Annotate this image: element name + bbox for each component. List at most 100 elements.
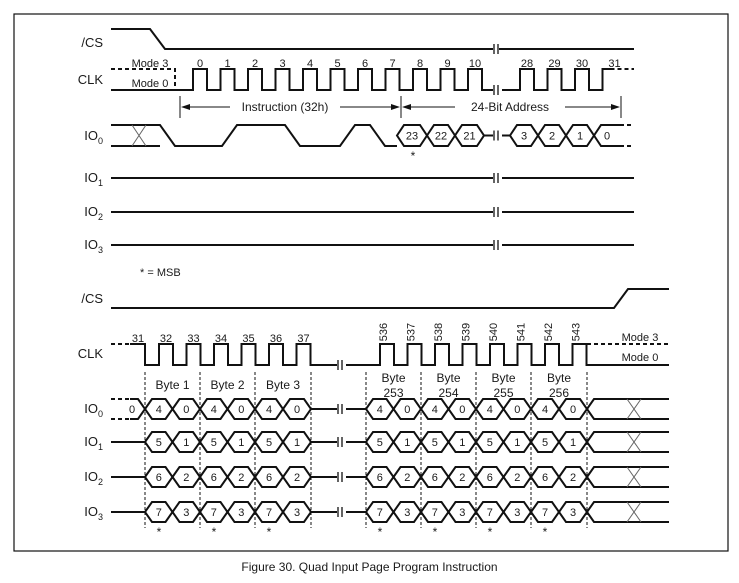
clock-edge-number: 2 [252, 58, 258, 70]
data-bit-label: 0 [570, 404, 576, 416]
data-bit-label: 2 [459, 472, 465, 484]
break-gap [493, 175, 499, 181]
data-bit-label: 6 [432, 472, 438, 484]
data-bit-label: 7 [377, 507, 383, 519]
clock-edge-number: 8 [417, 58, 423, 70]
data-bit-label: 2 [514, 472, 520, 484]
break-gap [337, 474, 343, 480]
clock-edge-number: 4 [307, 58, 313, 70]
io1-label-top: IO1 [84, 170, 103, 188]
data-bit-label: 1 [183, 437, 189, 449]
io0-label-top: IO0 [84, 128, 103, 146]
data-bit-label: 23 [406, 131, 418, 143]
data-bit-label: 2 [404, 472, 410, 484]
cs-label-top: /CS [81, 35, 103, 50]
msb-marker: * [378, 525, 383, 539]
byte-number: 254 [438, 386, 458, 400]
io-tail-dontcare [586, 466, 669, 488]
instruction-span-label: Instruction (32h) [242, 100, 329, 114]
clock-edge-number: 541 [516, 323, 528, 341]
clock-edge-number: 6 [362, 58, 368, 70]
dont-care-mark [626, 466, 642, 488]
break-gap [493, 46, 499, 52]
byte-number: 256 [549, 386, 569, 400]
clock-edge-number: 36 [270, 333, 282, 345]
break-gap [337, 362, 343, 368]
data-bit-label: 3 [570, 507, 576, 519]
data-bit-label: 1 [577, 131, 583, 143]
mode3-label-bottom: Mode 3 [622, 332, 659, 344]
io0-prev-dashed [111, 398, 130, 420]
data-bit-label: 4 [487, 404, 493, 416]
msb-legend: * = MSB [140, 267, 181, 279]
data-bit-label: 3 [521, 131, 527, 143]
byte-label: Byte [436, 371, 460, 385]
data-bit-label: 6 [266, 472, 272, 484]
io2-label-bottom: IO2 [84, 469, 103, 487]
data-bit-label: 22 [435, 131, 447, 143]
clk-mode3-dashed [111, 68, 176, 90]
clock-edge-number: 32 [160, 333, 172, 345]
byte-label: Byte [381, 371, 405, 385]
dont-care-mark [131, 124, 147, 147]
clk-label-top: CLK [78, 72, 104, 87]
data-bit-label: 0 [404, 404, 410, 416]
msb-marker: * [411, 149, 416, 163]
data-bit-label: 6 [156, 472, 162, 484]
data-bit-label: 5 [156, 437, 162, 449]
break-gap [493, 242, 499, 248]
data-bit-label: 5 [432, 437, 438, 449]
data-bit-label: 0 [238, 404, 244, 416]
byte-label: Byte [547, 371, 571, 385]
figure-frame [13, 13, 729, 552]
data-bit-label: 2 [238, 472, 244, 484]
clock-edge-number: 35 [242, 333, 254, 345]
dont-care-mark [626, 501, 642, 523]
break-gap [493, 132, 499, 139]
break-gap [337, 509, 343, 515]
clock-edge-number: 543 [571, 323, 583, 341]
clock-edge-number: 28 [521, 58, 533, 70]
data-bit-label: 1 [459, 437, 465, 449]
data-bit-label: 7 [487, 507, 493, 519]
arrow-left-icon [402, 104, 411, 110]
break-gap [337, 439, 343, 445]
clock-edge-number: 9 [444, 58, 450, 70]
data-bit-label: 0 [129, 404, 135, 416]
data-cell [593, 124, 620, 147]
data-bit-label: 7 [266, 507, 272, 519]
io1-label-bottom: IO1 [84, 434, 103, 452]
data-bit-label: 1 [404, 437, 410, 449]
msb-marker: * [543, 525, 548, 539]
clock-edge-number: 10 [469, 58, 481, 70]
clock-edge-number: 538 [433, 323, 445, 341]
msb-marker: * [488, 525, 493, 539]
data-bit-label: 0 [514, 404, 520, 416]
arrow-right-icon [611, 104, 620, 110]
data-bit-label: 0 [604, 131, 610, 143]
clock-edge-number: 29 [548, 58, 560, 70]
msb-marker: * [267, 525, 272, 539]
data-bit-label: 7 [542, 507, 548, 519]
clk-label-bottom: CLK [78, 346, 104, 361]
clock-edge-number: 536 [378, 323, 390, 341]
clock-edge-number: 30 [576, 58, 588, 70]
data-bit-label: 2 [294, 472, 300, 484]
data-bit-label: 21 [463, 131, 475, 143]
data-bit-label: 3 [404, 507, 410, 519]
clock-edge-number: 537 [406, 323, 418, 341]
io0-label-bottom: IO0 [84, 401, 103, 419]
clock-edge-number: 37 [297, 333, 309, 345]
break-gap [337, 406, 343, 412]
clock-edge-number: 1 [224, 58, 230, 70]
data-bit-label: 3 [514, 507, 520, 519]
data-bit-label: 0 [183, 404, 189, 416]
data-bit-label: 3 [294, 507, 300, 519]
io3-label-bottom: IO3 [84, 504, 103, 522]
data-bit-label: 4 [156, 404, 162, 416]
clock-edge-number: 5 [334, 58, 340, 70]
io-tail-dontcare [586, 398, 669, 420]
data-bit-label: 4 [432, 404, 438, 416]
msb-marker: * [212, 525, 217, 539]
